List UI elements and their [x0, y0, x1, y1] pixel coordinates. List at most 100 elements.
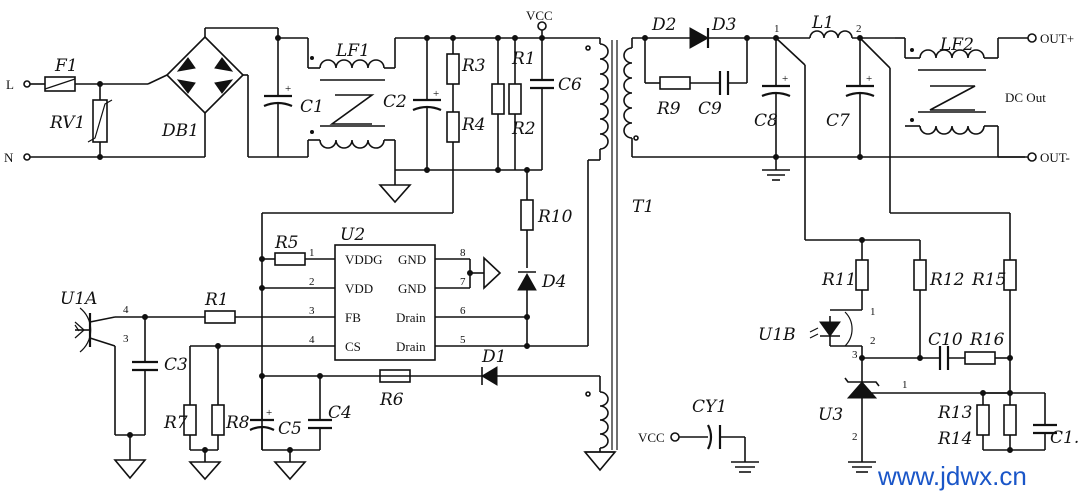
- label-c1: C1: [300, 97, 324, 117]
- bridge-rectifier-db1: [147, 27, 278, 158]
- capacitor-c2: +: [412, 38, 442, 170]
- label-r6: R6: [379, 390, 404, 410]
- label-r1-primary: R1: [511, 49, 536, 69]
- label-r5: R5: [274, 233, 299, 253]
- label-c4: C4: [328, 403, 352, 423]
- u2-num-3: 3: [309, 305, 315, 317]
- resistor-r12: [913, 240, 927, 361]
- label-u2: U2: [340, 225, 365, 245]
- svg-text:+: +: [266, 407, 272, 419]
- capacitor-c1: +: [263, 28, 293, 157]
- output-rectifier: [642, 27, 810, 95]
- label-c2: C2: [383, 92, 407, 112]
- label-r11: R11: [821, 270, 856, 290]
- u2-pin-gnd7: GND: [398, 281, 426, 296]
- input-wiring: [23, 80, 205, 161]
- label-r13: R13: [937, 403, 972, 423]
- label-r16: R16: [969, 330, 1005, 350]
- label-r8: R8: [225, 413, 250, 433]
- svg-text:+: +: [433, 88, 439, 100]
- capacitor-c3: [113, 317, 158, 480]
- label-rv1: RV1: [49, 113, 85, 133]
- resistor-r3: [446, 38, 460, 112]
- u1a-pin-3: 3: [123, 333, 129, 345]
- label-c7: C7: [826, 111, 850, 131]
- optocoupler-u1a: [74, 307, 205, 435]
- transformer-t1: [585, 37, 1025, 450]
- label-r14: R14: [937, 429, 972, 449]
- svg-text:+: +: [782, 73, 788, 85]
- label-r9: R9: [656, 99, 681, 119]
- u2-num-7: 7: [460, 276, 466, 288]
- u2-num-1: 1: [309, 247, 315, 259]
- u2-num-8: 8: [460, 247, 466, 259]
- u2-pin-vdd: VDD: [345, 281, 373, 296]
- u2-pin-drain6: Drain: [396, 310, 426, 325]
- label-lf1: LF1: [335, 41, 370, 61]
- label-lf2: LF2: [939, 35, 974, 55]
- label-c3: C3: [164, 355, 188, 375]
- u3-pin-2: 2: [852, 431, 858, 443]
- terminal-out-pos: OUT+: [1040, 31, 1074, 46]
- u2-pin-drain5: Drain: [396, 339, 426, 354]
- u2-pin-vddg: VDDG: [345, 252, 383, 267]
- label-c6: C6: [558, 75, 582, 95]
- capacitor-c8: +: [761, 38, 791, 181]
- u2-pin-gnd8: GND: [398, 252, 426, 267]
- resistor-r6-diode-d1: [379, 366, 617, 472]
- label-r2: R2: [511, 119, 536, 139]
- watermark: www.jdwx.cn: [877, 461, 1027, 491]
- optocoupler-u1b: [809, 309, 863, 382]
- l1-pin-2: 2: [856, 23, 862, 35]
- fuse-f1: [44, 76, 76, 92]
- terminal-vcc-top: VCC: [526, 8, 553, 23]
- controller-ic-u2: [190, 244, 527, 361]
- capacitor-c5-c4: +: [249, 373, 600, 481]
- label-d3: D3: [711, 15, 736, 35]
- capacitor-c6: [530, 38, 554, 170]
- resistor-r7-r8: [183, 343, 225, 481]
- resistor-r13-r14-c1: [976, 390, 1057, 453]
- drain-wiring: [517, 159, 600, 349]
- capacitor-c7: +: [845, 38, 875, 160]
- label-u1b: U1B: [758, 325, 796, 345]
- label-r4: R4: [461, 115, 486, 135]
- shunt-regulator-u3: [844, 377, 1010, 473]
- label-f1: F1: [54, 56, 78, 76]
- u2-num-2: 2: [309, 276, 315, 288]
- u2-num-5: 5: [460, 334, 466, 346]
- dc-out-label: DC Out: [1005, 90, 1046, 105]
- svg-text:+: +: [285, 83, 291, 95]
- label-r1-feedback: R1: [204, 290, 229, 310]
- varistor-rv1: [87, 99, 113, 143]
- u3-pin-1: 1: [902, 379, 908, 391]
- label-r7: R7: [163, 413, 188, 433]
- resistor-r1-feedback: [204, 310, 236, 324]
- u1b-pin-1: 1: [870, 306, 876, 318]
- misc-pin-numbers: 4 3 1 2 1 2 3 1 2: [123, 23, 908, 443]
- u2-pin-cs: CS: [345, 339, 361, 354]
- ground-symbol-primary: [378, 170, 412, 204]
- label-l1: L1: [811, 13, 834, 33]
- label-c10: C10: [928, 330, 963, 350]
- resistor-r4: [446, 111, 460, 213]
- u1a-pin-4: 4: [123, 304, 129, 316]
- label-c5: C5: [278, 419, 302, 439]
- terminal-out-neg: OUT-: [1040, 150, 1070, 165]
- common-mode-choke-lf2: [895, 33, 1037, 162]
- feedback-wiring: [775, 37, 1011, 260]
- u2-pin-labels: VDDG VDD FB CS GND GND Drain Drain 1 2 3…: [309, 247, 466, 354]
- terminal-n: N: [4, 150, 14, 165]
- label-u3: U3: [818, 405, 843, 425]
- terminal-labels: L N VCC VCC OUT+ OUT- DC Out: [4, 8, 1074, 445]
- label-d2: D2: [651, 15, 676, 35]
- label-db1: DB1: [161, 121, 199, 141]
- label-r3: R3: [461, 56, 486, 76]
- u1b-pin-2: 2: [870, 335, 876, 347]
- u2-num-6: 6: [460, 305, 466, 317]
- u2-num-4: 4: [309, 334, 315, 346]
- terminal-l: L: [6, 77, 14, 92]
- resistor-r1-r2: [491, 38, 522, 170]
